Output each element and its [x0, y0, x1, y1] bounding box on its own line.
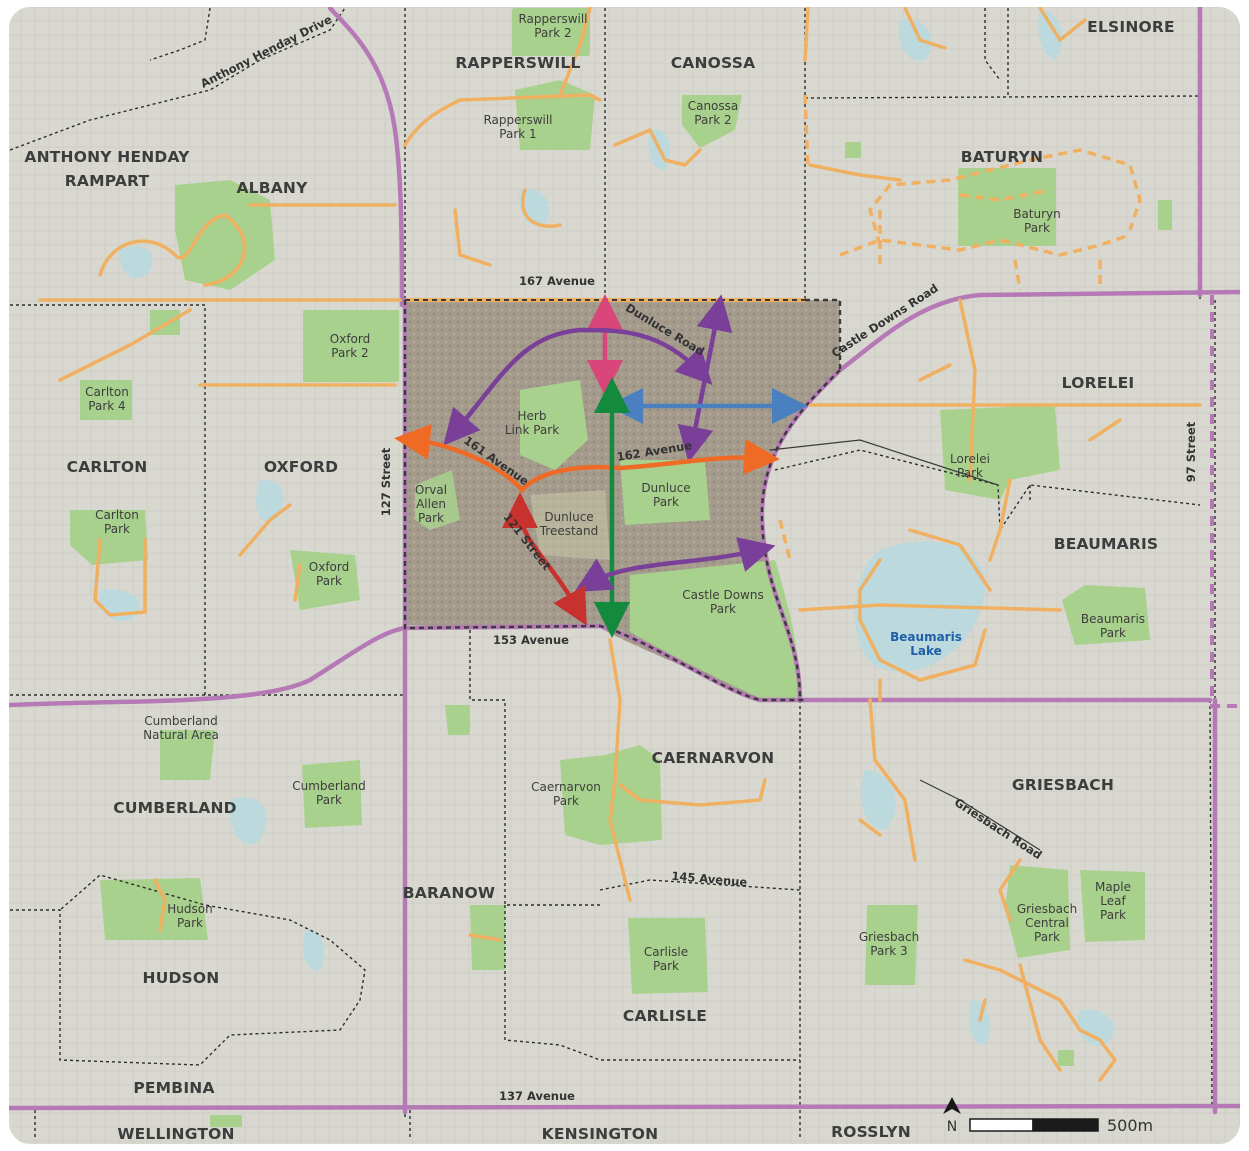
local-roads	[769, 439, 1041, 851]
label-carlton: CARLTON	[67, 458, 148, 476]
road-153-avenue: 153 Avenue	[493, 633, 569, 647]
arrow-purple-south	[574, 537, 776, 592]
map-legend: N 500m	[943, 1097, 1153, 1135]
label-rosslyn: ROSSLYN	[831, 1123, 911, 1141]
label-albany: ALBANY	[236, 179, 308, 197]
access-arrows	[394, 294, 808, 638]
arrow-orange	[394, 423, 780, 494]
label-cumberland: CUMBERLAND	[113, 799, 236, 817]
scale-bar	[969, 1118, 1099, 1132]
label-griesbach: GRIESBACH	[1012, 776, 1114, 794]
road-137-avenue: 137 Avenue	[499, 1089, 575, 1103]
road-127-street: 127 Street	[379, 447, 393, 516]
label-baturyn: BATURYN	[961, 148, 1043, 166]
trail-network	[38, 6, 1202, 1082]
road-167-avenue: 167 Avenue	[519, 274, 595, 288]
label-elsinore: ELSINORE	[1087, 18, 1175, 36]
label-kensington: KENSINGTON	[542, 1125, 659, 1143]
label-carlisle: CARLISLE	[623, 1007, 707, 1025]
arterial-roads-dashed	[1210, 295, 1241, 708]
planned-trails	[778, 94, 1142, 561]
label-rapperswill: RAPPERSWILL	[455, 54, 580, 72]
label-canossa: CANOSSA	[671, 54, 756, 72]
label-wellington: WELLINGTON	[117, 1125, 234, 1143]
road-97-street: 97 Street	[1184, 421, 1198, 482]
label-beaumaris: BEAUMARIS	[1054, 535, 1159, 553]
north-arrow-icon	[943, 1097, 961, 1114]
label-hudson: HUDSON	[143, 969, 220, 987]
scale-distance-label: 500m	[1107, 1116, 1153, 1135]
label-oxford: OXFORD	[264, 458, 338, 476]
arrow-red	[502, 492, 587, 626]
neighbourhood-labels: RAPPERSWILL CANOSSA ELSINORE ANTHONY HEN…	[24, 18, 1174, 1143]
road-145-avenue: 145 Avenue	[671, 869, 748, 890]
arrow-purple-northwest	[443, 327, 713, 446]
park-areas	[70, 8, 1172, 1127]
north-label: N	[947, 1119, 957, 1135]
label-pembina: PEMBINA	[133, 1079, 214, 1097]
label-anthony-henday: ANTHONY HENDAY	[24, 148, 190, 166]
label-lorelei: LORELEI	[1062, 374, 1135, 392]
label-baranow: BARANOW	[403, 884, 495, 902]
map-frame	[7, 5, 1242, 1146]
label-caernarvon: CAERNARVON	[652, 749, 775, 767]
label-rampart: RAMPART	[65, 172, 150, 190]
